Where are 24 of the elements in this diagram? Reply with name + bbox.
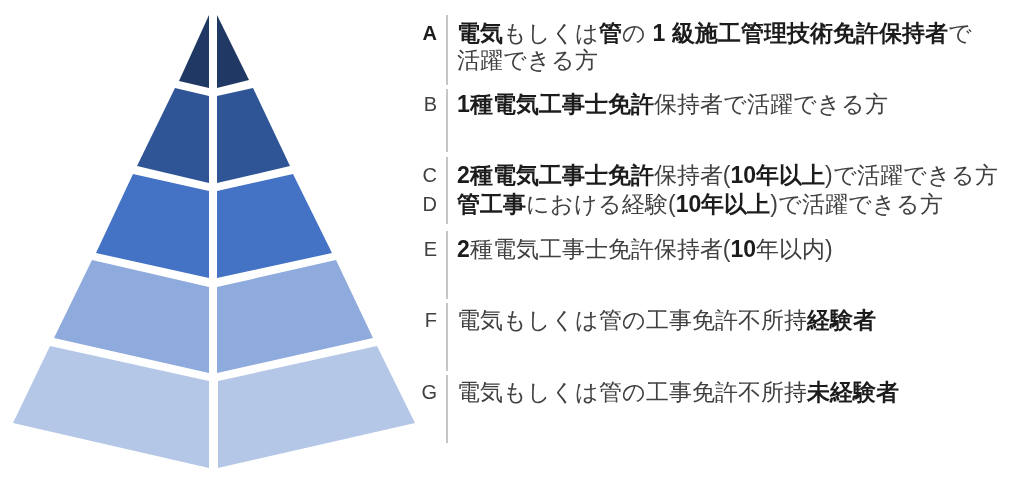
level-description: 2種電気工事士免許保持者(10年以上)で活躍できる方 — [457, 162, 998, 189]
pyramid-tier — [218, 346, 415, 468]
pyramid-apex — [179, 15, 209, 88]
level-letter: C — [421, 163, 437, 188]
pyramid-tier — [217, 260, 373, 373]
level-letter: F — [423, 307, 437, 333]
pyramid-tier — [217, 88, 290, 183]
pyramid-apex — [217, 15, 249, 88]
pyramid-tier — [13, 346, 209, 468]
level-description: 2種電気工事士免許保持者(10年以内) — [457, 235, 833, 263]
level-letter: B — [422, 91, 437, 117]
pyramid-tier — [217, 174, 332, 278]
level-description: 電気もしくは管の工事免許不所持経験者 — [457, 306, 876, 334]
level-description: 電気もしくは管の 1 級施工管理技術免許保持者で活躍できる方 — [457, 19, 973, 74]
level-description: 電気もしくは管の工事免許不所持未経験者 — [457, 378, 899, 406]
level-letter: D — [421, 191, 437, 217]
pyramid-tier — [54, 260, 209, 373]
pyramid-tier — [137, 88, 209, 183]
level-letter: E — [422, 236, 437, 262]
level-description: 管工事における経験(10年以上)で活躍できる方 — [457, 190, 943, 218]
level-description: 1種電気工事士免許保持者で活躍できる方 — [457, 90, 888, 118]
level-letter: G — [420, 379, 437, 405]
pyramid-tier — [96, 174, 209, 278]
level-letter: A — [421, 20, 437, 46]
